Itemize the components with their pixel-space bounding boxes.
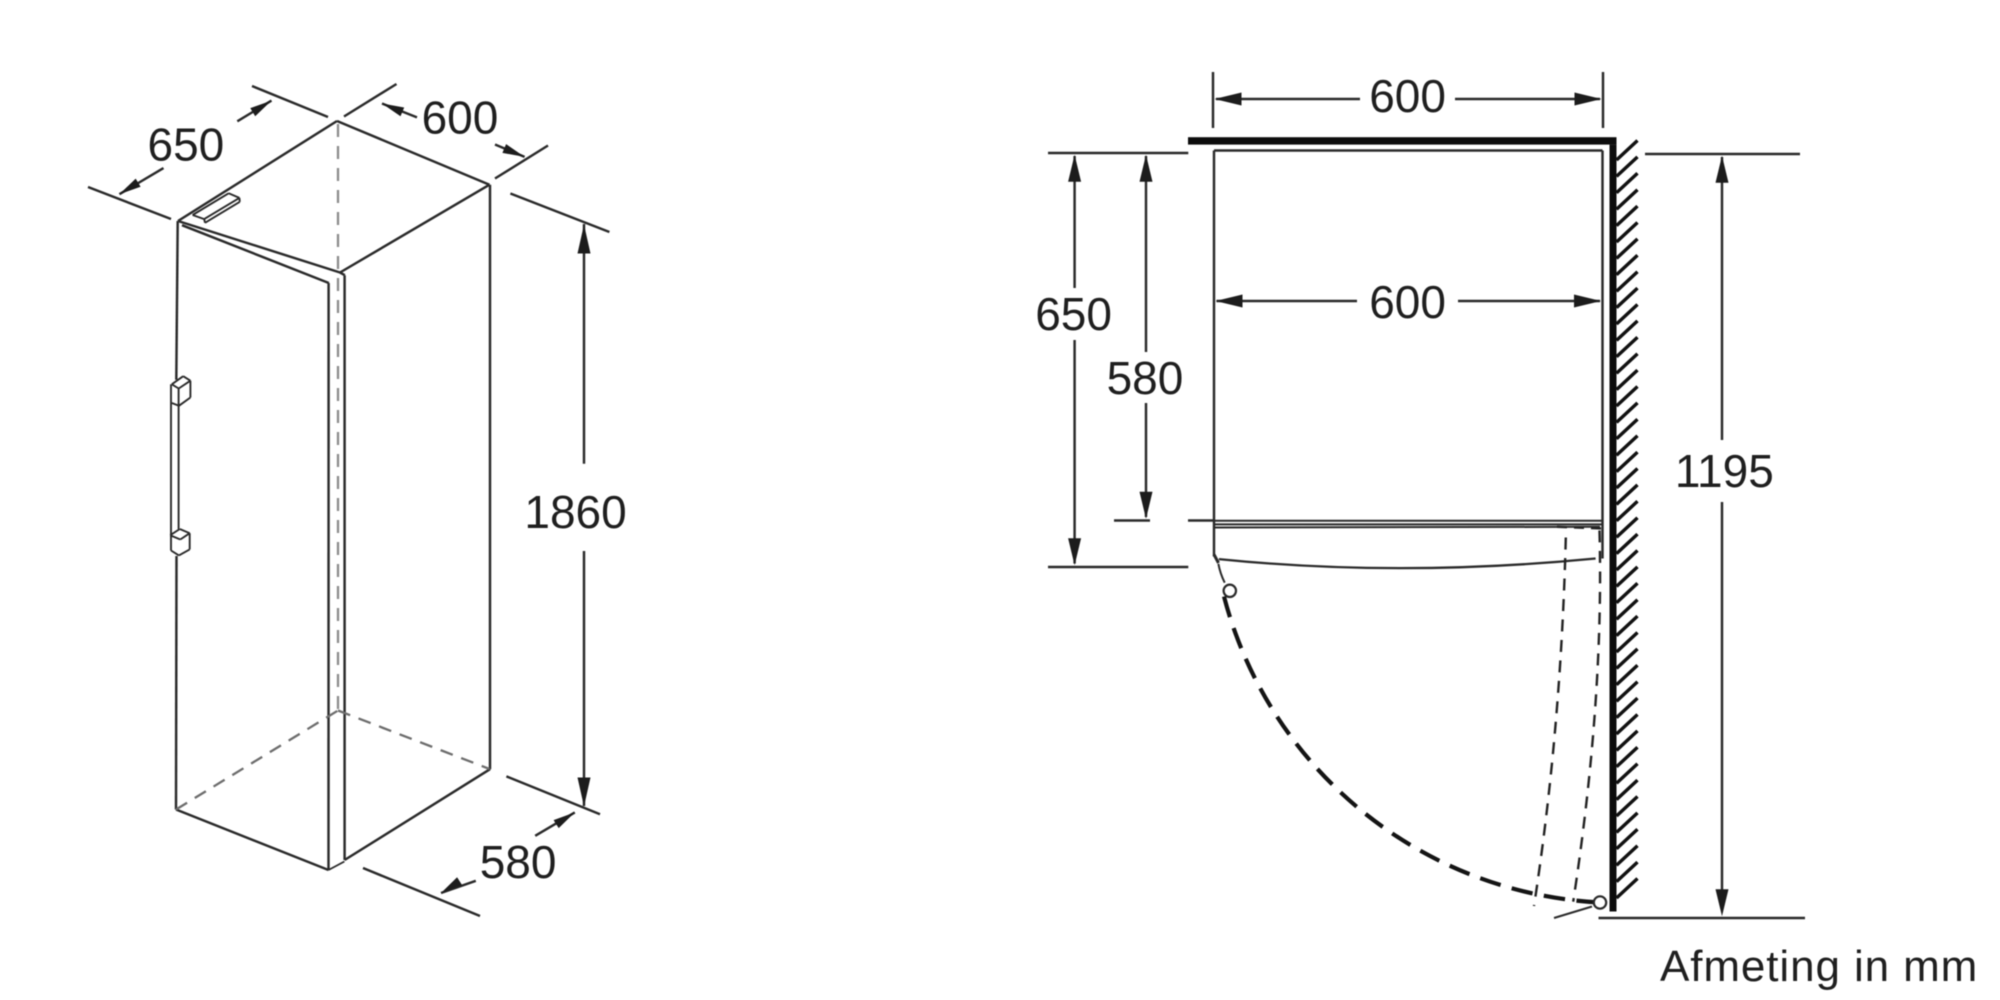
svg-text:1195: 1195 [1675, 445, 1774, 497]
svg-text:580: 580 [1107, 352, 1184, 404]
svg-text:650: 650 [1035, 288, 1112, 340]
svg-text:600: 600 [1369, 70, 1446, 122]
svg-text:1860: 1860 [524, 486, 626, 538]
svg-text:580: 580 [480, 836, 557, 888]
svg-text:600: 600 [1369, 276, 1446, 328]
svg-text:600: 600 [422, 92, 499, 144]
svg-text:Afmeting in mm: Afmeting in mm [1660, 942, 1978, 991]
svg-text:650: 650 [148, 119, 225, 171]
